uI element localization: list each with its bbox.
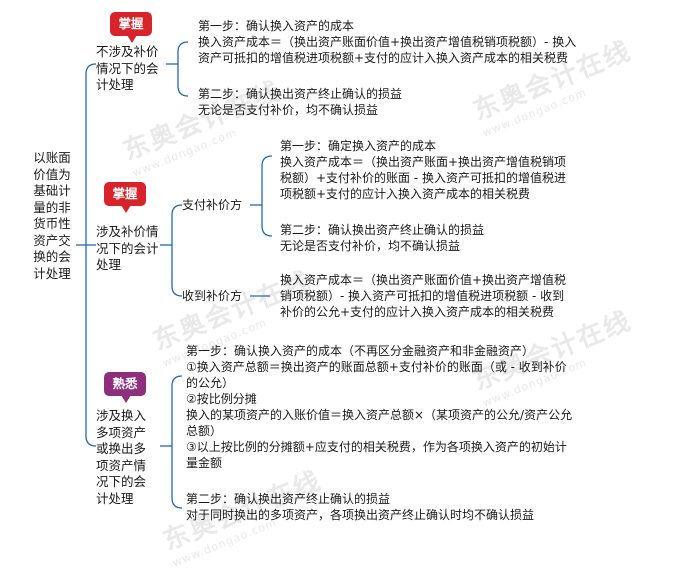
step-text: 税额）+支付补价的账面 - 换入资产可抵扣的增值税进 <box>280 171 567 185</box>
step-text: 资产可抵扣的增值税进项税额+支付的应计入换入资产成本的相关税费 <box>198 51 569 65</box>
root-topic: 以账面价值为基础计量的非货币性资产交换的会计处理 <box>33 150 71 281</box>
step-text: 第二步：确认换出资产终止确认的损益 <box>280 223 485 237</box>
step-text: 无论是否支付补价，均不确认损益 <box>280 239 461 253</box>
step-text: ②按比例分摊 <box>186 392 257 406</box>
step-text: 换入的某项资产的入账价值＝换入资产总额×（某项资产的公允/资产公允 <box>186 408 573 422</box>
step-text: 对于同时换出的多项资产，各项换出资产终止确认时均不确认损益 <box>186 508 535 522</box>
step-text: 第一步：确定换入资产的成本 <box>280 139 437 153</box>
badge-master: 掌握 <box>110 12 152 43</box>
step-text: ①换入资产总额＝换出资产的账面总额+支付补价的账面（或 - 收到补价 <box>186 360 567 374</box>
step-text: 销项税额）- 换入资产可抵扣的增值税进项税额 - 收到 <box>280 289 565 303</box>
step-text: 的公允） <box>186 376 235 390</box>
step-text: 总额） <box>186 424 223 438</box>
step-text: 补价的公允+支付的应计入换入资产成本的相关税费 <box>280 305 555 319</box>
step-text: 项税额+支付的应计入换入资产成本的相关税费 <box>280 187 531 201</box>
step-text: 第一步：确认换入资产的成本（不再区分金融资产和非金融资产） <box>186 344 535 358</box>
step-text: 无论是否支付补价，均不确认损益 <box>198 103 379 117</box>
connector-lines <box>76 41 273 509</box>
branch-no-compensation: 不涉及补价情况下的会计处理 <box>96 44 159 92</box>
step-text: 换入资产成本＝（换出资产账面价值+换出资产增值税销项税额）- 换入 <box>198 35 577 49</box>
sub-branch-pay-side: 支付补价方 <box>182 198 243 212</box>
step-text: 第一步：确认换入资产的成本 <box>198 19 355 33</box>
step-text: 量金额 <box>186 456 223 470</box>
step-text: ③以上按比例的分摊额+应支付的相关税费，作为各项换入资产的初始计 <box>186 440 567 454</box>
branch-multiple-assets: 涉及换入多项资产或换出多项资产情况下的会计处理 <box>96 408 147 506</box>
step-text: 换入资产成本＝（换出资产账面价值+换出资产增值税 <box>280 273 567 287</box>
step-text: 换入资产成本＝（换出资产账面+换出资产增值税销项 <box>280 155 567 169</box>
step-text: 第二步：确认换出资产终止确认的损益 <box>198 87 403 101</box>
badge-master: 掌握 <box>104 182 146 213</box>
sub-branch-receive-side: 收到补价方 <box>182 289 243 303</box>
step-text: 第二步：确认换出资产终止确认的损益 <box>186 492 391 506</box>
badge-familiar: 熟悉 <box>104 372 146 403</box>
branch-with-compensation: 涉及补价情况下的会计处理 <box>96 224 159 272</box>
